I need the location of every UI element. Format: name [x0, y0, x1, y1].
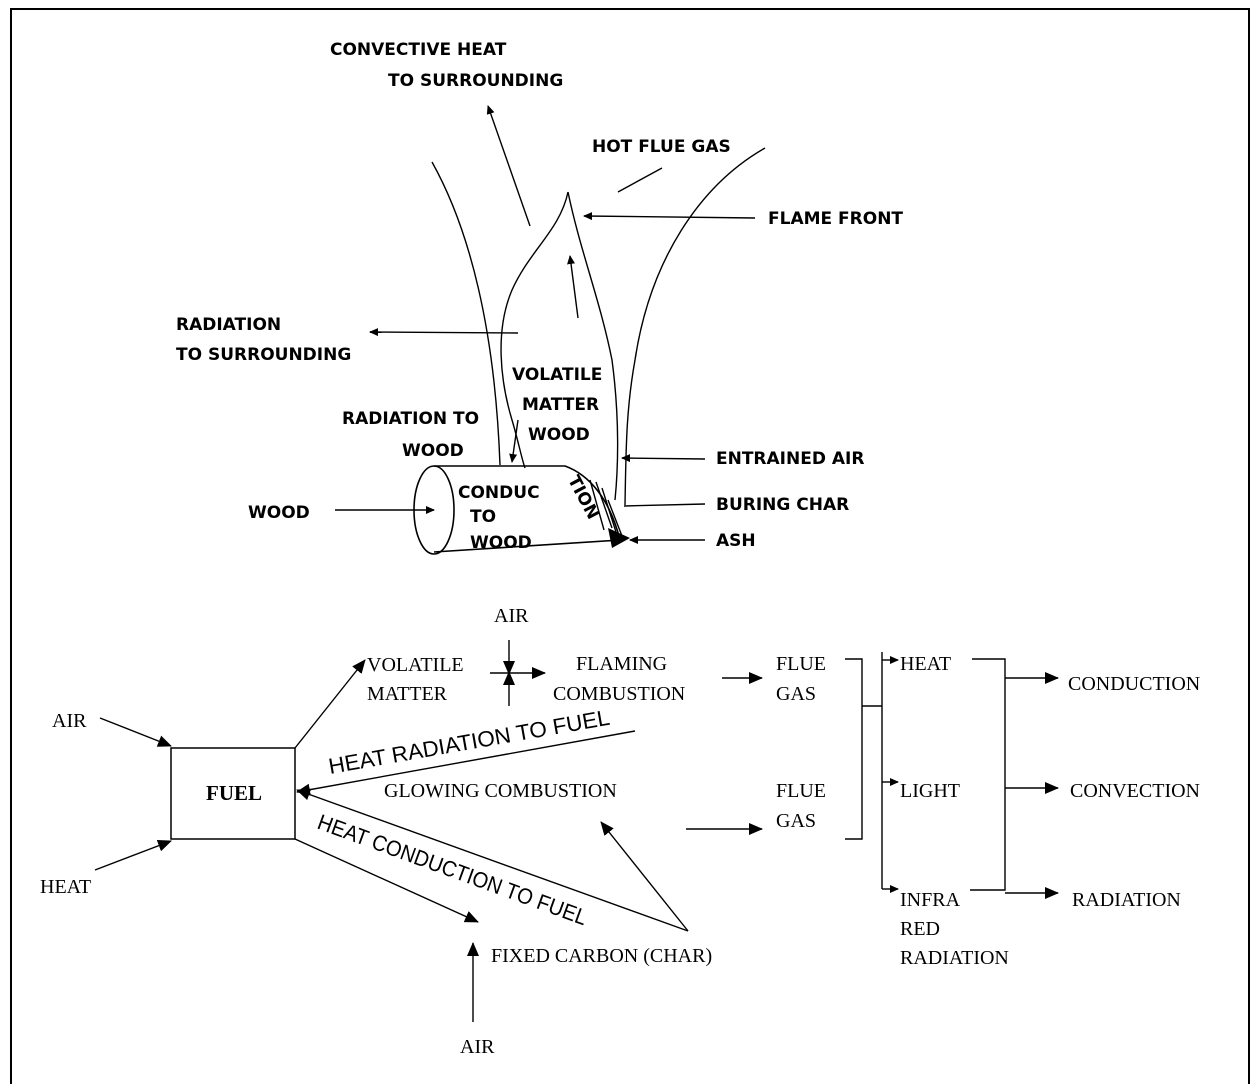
label-air-bottom: AIR	[460, 1036, 495, 1058]
label-volatile-1: VOLATILE	[367, 654, 464, 676]
label-volatile-3: WOOD	[528, 425, 590, 445]
label-heat-radiation: HEAT RADIATION TO FUEL	[327, 705, 612, 779]
label-fixed-carbon: FIXED CARBON (CHAR)	[491, 945, 712, 967]
arrow-heat-conduction	[297, 790, 688, 931]
label-heat: HEAT	[900, 653, 951, 675]
label-flame-front: FLAME FRONT	[768, 209, 903, 229]
label-wood-inner: WOOD	[470, 533, 532, 553]
top-arrows	[335, 106, 755, 540]
label-glowing: GLOWING COMBUSTION	[384, 780, 617, 802]
top-labels: CONVECTIVE HEAT TO SURROUNDING HOT FLUE …	[176, 40, 903, 553]
flame-front-arrow	[584, 216, 755, 218]
volatile-up-arrow	[570, 256, 578, 318]
label-radiation-1: RADIATION	[176, 315, 281, 335]
label-conduction: CONDUCTION	[1068, 673, 1200, 695]
label-infra-1: INFRA	[900, 889, 961, 911]
label-flue-2b: GAS	[776, 810, 816, 832]
label-wood: WOOD	[248, 503, 310, 523]
label-volatile-2: MATTER	[522, 395, 599, 415]
output-bracket	[970, 659, 1005, 890]
label-flue-2a: FLUE	[776, 780, 826, 802]
label-to: TO	[470, 507, 496, 527]
label-air-top: AIR	[494, 605, 529, 627]
label-radiation-2: TO SURROUNDING	[176, 345, 351, 365]
label-radiation: RADIATION	[1072, 889, 1181, 911]
flue-bracket	[845, 659, 862, 839]
label-fuel: FUEL	[206, 781, 262, 805]
label-ash: ASH	[716, 531, 756, 551]
label-rad-wood-1: RADIATION TO	[342, 409, 479, 429]
label-air-left: AIR	[52, 710, 87, 732]
convective-arrow	[488, 106, 530, 226]
label-infra-2: RED	[900, 918, 940, 940]
arrow-air-fuel	[100, 718, 171, 746]
label-tion: TION	[563, 472, 603, 523]
label-heat-left: HEAT	[40, 876, 91, 898]
label-heat-conduction: HEAT CONDUCTION TO FUEL	[314, 809, 590, 930]
label-entrained-air: ENTRAINED AIR	[716, 449, 864, 469]
label-buring-char: BURING CHAR	[716, 495, 849, 515]
label-convective-2: TO SURROUNDING	[388, 71, 563, 91]
label-convective-1: CONVECTIVE HEAT	[330, 40, 507, 60]
label-conduc: CONDUC	[458, 483, 540, 503]
label-light: LIGHT	[900, 780, 960, 802]
buring-char-leader	[624, 504, 705, 506]
hot-flue-gas-leader	[618, 168, 662, 192]
label-volatile-1: VOLATILE	[512, 365, 602, 385]
arrow-heat-fuel	[95, 841, 171, 870]
entrained-air-arrow	[622, 458, 705, 459]
label-infra-3: RADIATION	[900, 947, 1009, 969]
label-flaming-2: COMBUSTION	[553, 683, 685, 705]
flow-labels: AIR VOLATILE MATTER FLAMING COMBUSTION F…	[40, 605, 1200, 1058]
arrow-fuel-volatile	[295, 660, 365, 748]
ash-blob	[608, 528, 630, 548]
inner-flame-right	[568, 192, 618, 500]
label-convection: CONVECTION	[1070, 780, 1200, 802]
label-flue-1a: FLUE	[776, 653, 826, 675]
label-volatile-2: MATTER	[367, 683, 448, 705]
label-flue-1b: GAS	[776, 683, 816, 705]
radiation-surrounding-arrow	[370, 332, 518, 333]
label-rad-wood-2: WOOD	[402, 441, 464, 461]
label-hot-flue-gas: HOT FLUE GAS	[592, 137, 731, 157]
label-flaming-1: FLAMING	[576, 653, 667, 675]
